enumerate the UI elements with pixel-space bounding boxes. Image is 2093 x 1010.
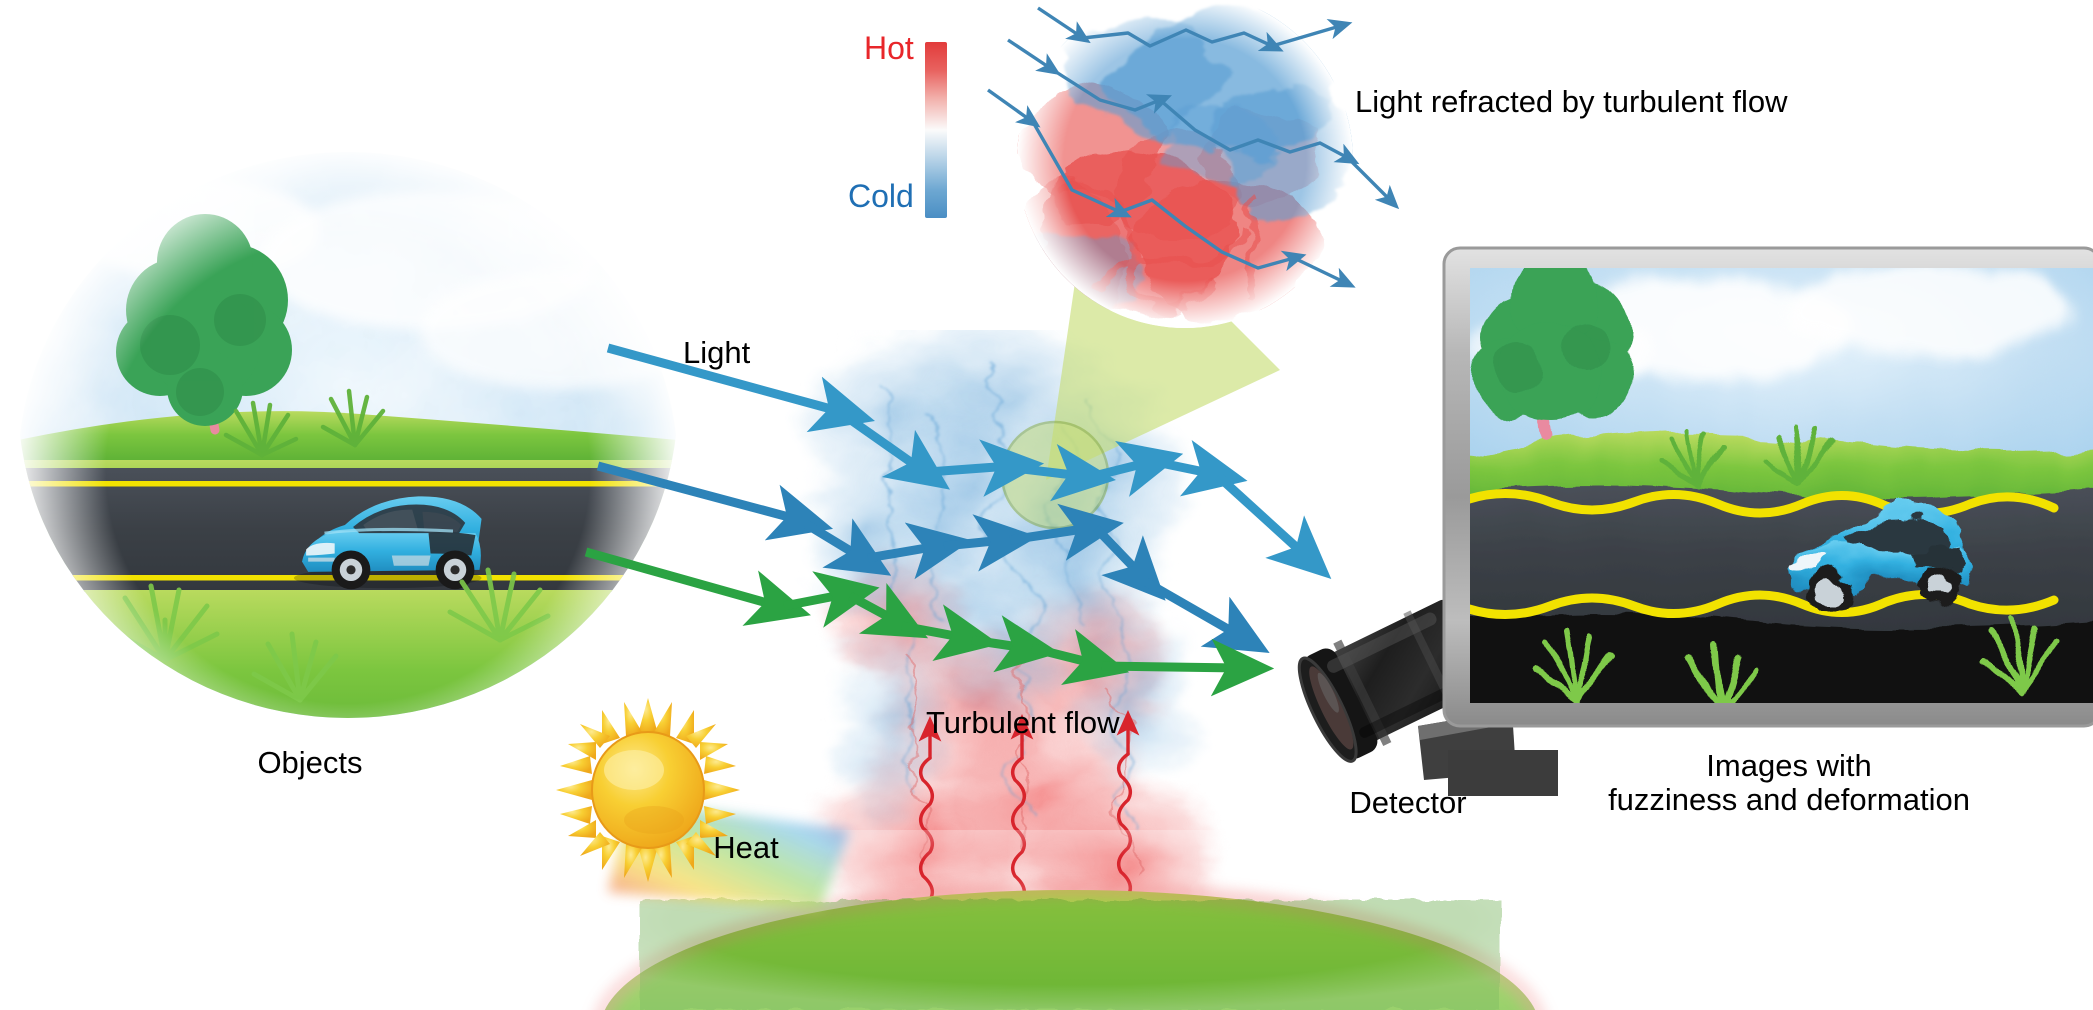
colorbar-cold-label: Cold bbox=[848, 178, 914, 214]
colorbar-hot-label: Hot bbox=[864, 30, 914, 66]
monitor-caption-line1: Images with bbox=[1706, 748, 1872, 783]
ray-blue-upper bbox=[606, 343, 1332, 580]
refracted-ray-paths bbox=[987, 6, 1400, 288]
monitor bbox=[1442, 246, 2093, 796]
detector-label: Detector bbox=[1349, 785, 1467, 820]
monitor-caption-line2: fuzziness and deformation bbox=[1608, 782, 1970, 817]
heat-label: Heat bbox=[713, 830, 779, 865]
sun-icon bbox=[556, 698, 740, 882]
heat-source bbox=[556, 698, 850, 910]
ray-green bbox=[584, 547, 1275, 697]
ray-arrows bbox=[584, 343, 1332, 697]
colorbar bbox=[925, 42, 947, 218]
light-label: Light bbox=[683, 335, 751, 370]
objects-scene bbox=[12, 146, 684, 794]
refracted-label: Light refracted by turbulent flow bbox=[1355, 84, 1788, 119]
turbulent-flow-label: Turbulent flow bbox=[926, 705, 1120, 740]
objects-label: Objects bbox=[257, 745, 363, 780]
turbulence-refraction-inset bbox=[987, 0, 1400, 328]
ray-blue-middle bbox=[596, 461, 1270, 654]
